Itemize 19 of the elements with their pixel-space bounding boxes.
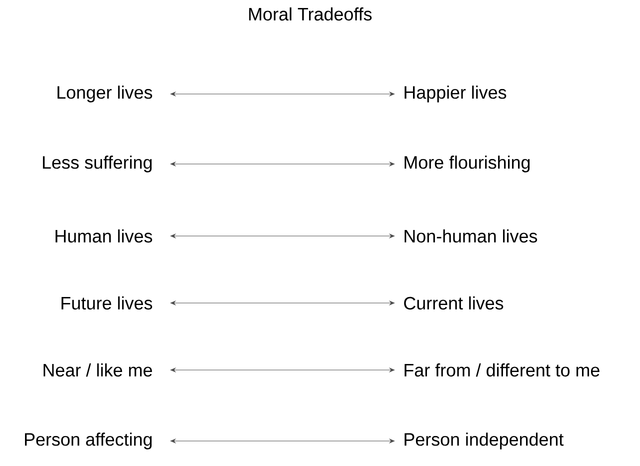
tradeoff-label: Longer lives [58,86,152,102]
double-arrow [170,233,395,239]
tradeoff-label: Non-human lives [404,229,538,243]
tradeoff-label: Near / like me [44,363,152,377]
tradeoff-label: Human lives [56,229,152,243]
tradeoff-label: More flourishing [404,156,530,172]
double-arrow [170,438,395,444]
tradeoff-label: Current lives [404,296,504,310]
tradeoff-label: Far from / different to me [404,363,600,377]
double-arrow [170,300,395,306]
tradeoff-label: Happier lives [404,86,506,102]
double-arrow [170,161,395,167]
title: Moral Tradeoffs [249,7,372,21]
tradeoff-label: Person independent [404,432,564,450]
tradeoff-label: Less suffering [42,156,152,172]
tradeoff-label: Person affecting [25,432,152,450]
double-arrow [170,367,395,373]
tradeoff-label: Future lives [62,296,152,310]
double-arrow [170,91,395,97]
